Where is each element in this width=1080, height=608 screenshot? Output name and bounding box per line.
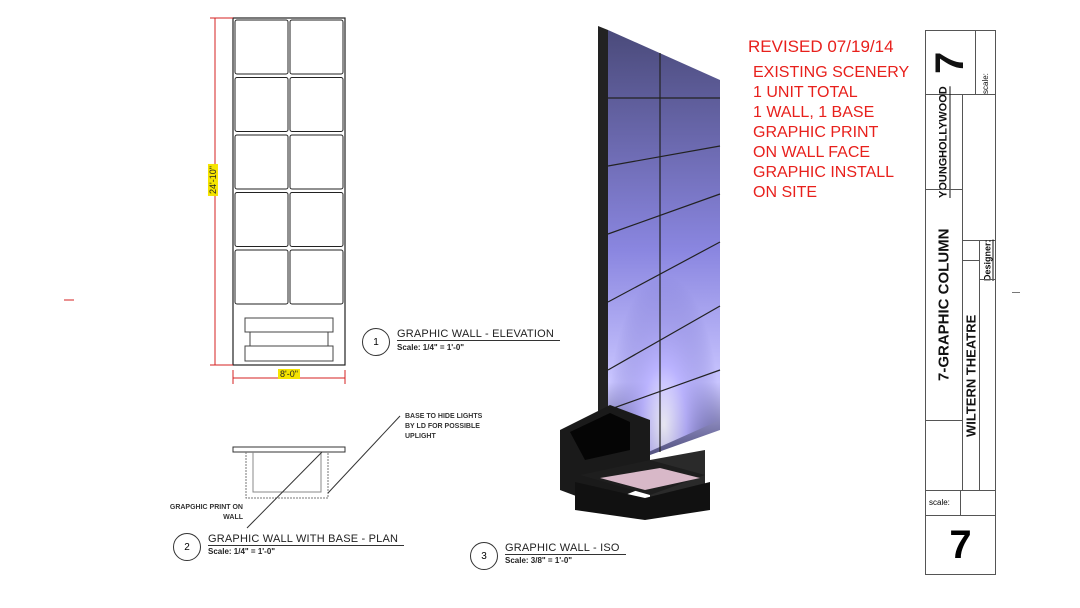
height-dimension: 24'-10" <box>207 164 218 196</box>
wall-tile <box>234 249 289 305</box>
wall-tile <box>234 19 289 75</box>
callout-1: 1 <box>362 328 390 356</box>
elevation-scale: Scale: 1/4" = 1'-0" <box>397 343 465 352</box>
blank-cell <box>979 279 996 491</box>
elevation-drawing <box>64 17 346 384</box>
iso-title: GRAPHIC WALL - ISO <box>505 542 626 555</box>
width-dimension: 8'-0" <box>278 369 300 379</box>
wall-tile <box>234 134 289 190</box>
blank-cell <box>925 420 963 491</box>
plan-scale: Scale: 1/4" = 1'-0" <box>208 547 276 556</box>
plan-title: GRAPHIC WALL WITH BASE - PLAN <box>208 533 405 546</box>
wall-tile <box>234 192 289 247</box>
designer-label: Designer: <box>979 239 996 281</box>
wall-tile <box>289 77 344 132</box>
wall-tile <box>289 134 344 190</box>
blank-cell <box>960 490 996 516</box>
wall-tile <box>289 192 344 247</box>
blank-cell <box>962 94 996 241</box>
iso-scale: Scale: 3/8" = 1'-0" <box>505 556 573 565</box>
scale-label-top: scale: <box>975 30 996 95</box>
drawing-title: 7-GRAPHIC COLUMN <box>925 189 963 421</box>
elevation-title: GRAPHIC WALL - ELEVATION <box>397 328 560 341</box>
revision-heading: REVISED 07/19/14 <box>748 37 894 56</box>
plan-drawing <box>232 415 401 529</box>
wall-tile <box>289 19 344 75</box>
callout-3: 3 <box>470 542 498 570</box>
callout-2: 2 <box>173 533 201 561</box>
wall-tile <box>289 249 344 305</box>
sheet-number-bottom: 7 <box>925 515 996 575</box>
scale-label-bottom: scale: <box>925 490 961 516</box>
wall-tile <box>234 77 289 132</box>
venue-name: WILTERN THEATRE <box>962 260 980 491</box>
margin-mark <box>1012 292 1020 293</box>
blank-cell <box>962 240 980 261</box>
iso-drawing <box>560 26 721 520</box>
